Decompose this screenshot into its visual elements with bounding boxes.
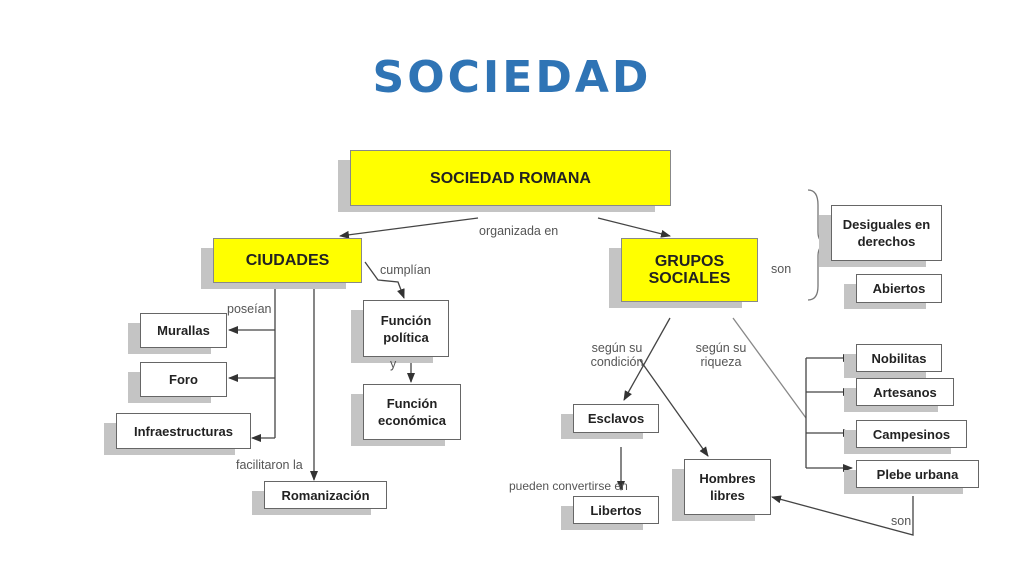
node-esclavos: Esclavos — [573, 404, 659, 433]
node-infraestructuras: Infraestructuras — [116, 413, 251, 449]
label-facilitaron: facilitaron la — [236, 458, 303, 472]
node-plebe-urbana: Plebe urbana — [856, 460, 979, 488]
node-desiguales: Desiguales en derechos — [831, 205, 942, 261]
node-funcion-politica: Función política — [363, 300, 449, 357]
brace-son — [807, 189, 827, 301]
label-pueden-convertirse: pueden convertirse en — [509, 479, 628, 493]
label-son-bottom: son — [891, 514, 912, 528]
page-title: SOCIEDAD — [372, 52, 652, 103]
label-son-top: son — [771, 262, 792, 276]
edge-root-ciudades — [339, 217, 479, 239]
label-segun-condicion: según su condición — [590, 341, 644, 369]
node-abiertos: Abiertos — [856, 274, 942, 303]
node-murallas: Murallas — [140, 313, 227, 348]
label-y: y — [390, 357, 397, 371]
node-romanizacion: Romanización — [264, 481, 387, 509]
node-ciudades: CIUDADES — [213, 238, 362, 283]
node-grupos-sociales: GRUPOS SOCIALES — [621, 238, 758, 302]
node-foro: Foro — [140, 362, 227, 397]
label-segun-riqueza: según su riqueza — [695, 341, 747, 369]
edge-son-hombres-libres — [771, 495, 914, 536]
edge-root-grupos — [597, 217, 671, 238]
edge-to-hombres-libres — [639, 359, 709, 457]
node-campesinos: Campesinos — [856, 420, 967, 448]
node-hombres-libres: Hombres libres — [684, 459, 771, 515]
label-organizada-en: organizada en — [479, 224, 559, 238]
label-poseian: poseían — [227, 302, 272, 316]
node-artesanos: Artesanos — [856, 378, 954, 406]
label-cumplian: cumplían — [380, 263, 431, 277]
node-funcion-economica: Función económica — [363, 384, 461, 440]
node-sociedad-romana: SOCIEDAD ROMANA — [350, 150, 671, 206]
edge-riqueza — [732, 317, 807, 419]
edge-to-esclavos — [623, 317, 671, 401]
edge-to-funcion-politica — [364, 261, 405, 299]
node-nobilitas: Nobilitas — [856, 344, 942, 372]
node-libertos: Libertos — [573, 496, 659, 524]
